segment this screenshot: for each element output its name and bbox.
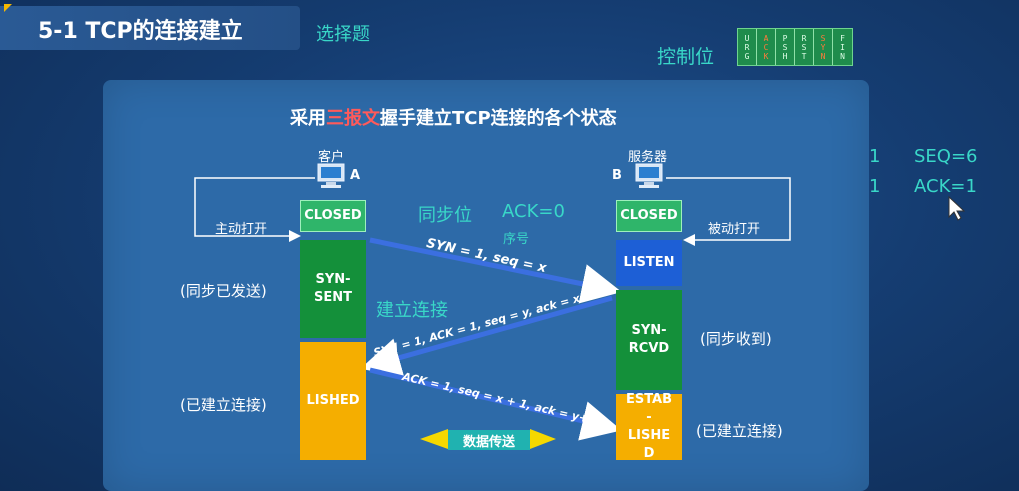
data-transfer-label: 数据传送	[448, 430, 530, 450]
title-suffix: 握手建立TCP连接的各个状态	[380, 108, 617, 129]
note-ack-1: ACK=1	[914, 176, 977, 197]
diagram-title: 采用三报文握手建立TCP连接的各个状态	[290, 104, 617, 130]
mouse-cursor-icon	[948, 196, 966, 221]
server-note-established: (已建立连接)	[696, 422, 783, 440]
client-note-established: (已建立连接)	[180, 396, 267, 414]
client-state-established: LISHED	[300, 342, 366, 460]
ack-arrow	[369, 367, 622, 441]
server-label: 服务器	[628, 150, 668, 165]
client-state-syn-sent: SYN-SENT	[300, 240, 366, 338]
seq-no-annotation: 序号	[503, 232, 530, 247]
note-seq-6: SEQ=6	[914, 146, 978, 167]
server-state-listen: LISTEN	[616, 240, 682, 286]
control-bits-label: 控制位	[657, 46, 715, 68]
server-state-established: ESTAB-LISHED	[616, 392, 682, 461]
server-note-syn-rcvd: (同步收到)	[700, 330, 772, 348]
syn-rcvd-text: SYN-RCVD	[628, 323, 670, 356]
corner-mark-icon	[4, 4, 12, 12]
active-open-loop	[194, 177, 315, 242]
client-state-closed: CLOSED	[300, 200, 366, 232]
passive-open-label: 被动打开	[708, 222, 761, 237]
sync-bit-annotation: 同步位	[418, 205, 472, 226]
server-computer-icon	[635, 163, 663, 188]
question-type-label: 选择题	[316, 24, 370, 45]
establish-annotation: 建立连接	[376, 300, 448, 321]
title-bar	[0, 6, 300, 50]
syn-arrow	[369, 237, 622, 304]
data-transfer-left-icon	[420, 429, 448, 449]
passive-open-loop	[666, 177, 791, 246]
server-state-closed: CLOSED	[616, 200, 682, 232]
page-title: 5-1 TCP的连接建立	[38, 19, 243, 44]
title-prefix: 采用	[290, 108, 326, 129]
diagram-panel	[103, 80, 869, 491]
client-computer-icon	[317, 163, 345, 188]
client-note-syn-sent: (同步已发送)	[180, 282, 267, 300]
established-text: ESTAB-LISHED	[625, 392, 673, 461]
active-open-label: 主动打开	[215, 222, 268, 237]
server-letter: B	[612, 168, 622, 183]
title-emphasis: 三报文	[326, 108, 380, 129]
server-state-syn-rcvd: SYN-RCVD	[616, 290, 682, 390]
syn-ack-arrow	[360, 295, 613, 378]
client-label: 客户	[318, 150, 345, 165]
data-transfer-right-icon	[530, 429, 556, 449]
client-letter: A	[350, 168, 361, 183]
ack-zero-annotation: ACK=0	[502, 201, 565, 222]
syn-sent-text: SYN-SENT	[314, 272, 352, 305]
